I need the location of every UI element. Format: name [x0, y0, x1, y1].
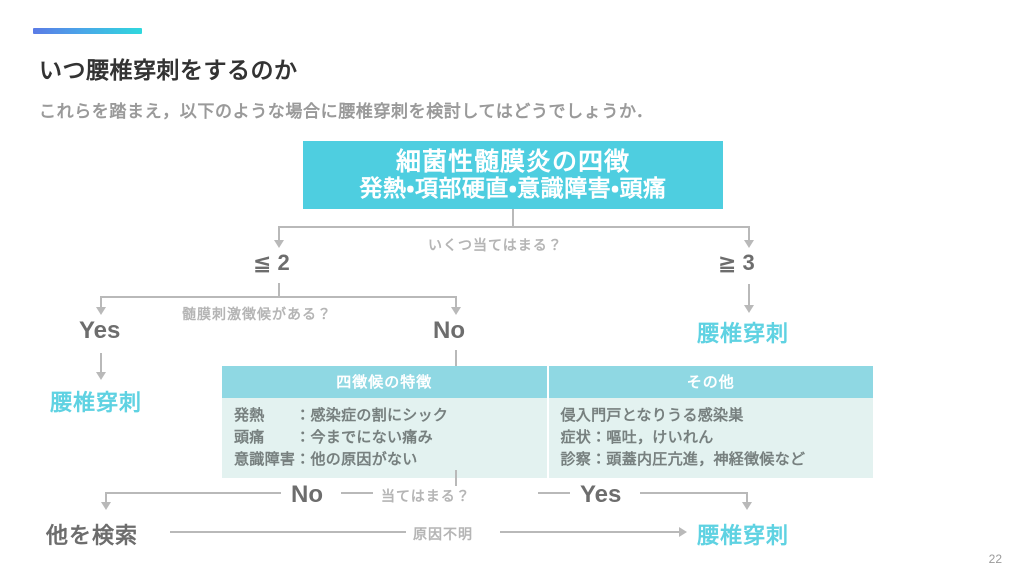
connector-table-stem	[455, 470, 457, 486]
table-cell-other-features: 侵入門戸となりうる感染巣 症状：嘔吐，けいれん 診察：頭蓋内圧亢進，神経徴候など	[546, 398, 873, 479]
node-yes-left: Yes	[79, 317, 121, 344]
feature-table: 四徴候の特徴 その他 発熱 ：感染症の割にシック 頭痛 ：今までにない痛み 意識…	[222, 366, 873, 479]
connector-level3-right-drop	[746, 492, 748, 503]
page-number: 22	[988, 552, 1002, 566]
arrow-level3-left-icon	[101, 502, 111, 510]
page-title: いつ腰椎穿刺をするのか	[39, 57, 298, 83]
tetrad-box: 細菌性髄膜炎の四徴 発熱・項部硬直・意識障害・頭痛	[303, 141, 723, 209]
accent-bar	[33, 28, 142, 34]
table-cell-line: 意識障害：他の原因がない	[234, 450, 418, 468]
connector-yes-to-lp	[100, 353, 102, 373]
node-lumbar-puncture-left: 腰椎穿刺	[50, 390, 143, 415]
table-cell-tetrad-features: 発熱 ：感染症の割にシック 頭痛 ：今までにない痛み 意識障害：他の原因がない	[222, 398, 548, 479]
connector-no-to-table	[455, 350, 457, 366]
question-how-many-label: いくつ当てはまる？	[428, 237, 563, 253]
connector-level3-bar-right	[640, 492, 748, 494]
arrow-level1-right-icon	[744, 240, 754, 248]
arrow-yes-to-lp-icon	[96, 372, 106, 380]
question-applicable-label: 当てはまる？	[381, 488, 471, 504]
node-lumbar-puncture-right: 腰椎穿刺	[697, 321, 790, 346]
node-yes-bottom: Yes	[580, 481, 622, 508]
table-cell-line: 診察：頭蓋内圧亢進，神経徴候など	[560, 450, 806, 468]
connector-bottom-left	[170, 531, 406, 533]
arrow-level2-left-icon	[96, 307, 106, 315]
branch-count-right: ≧ 3	[718, 250, 755, 275]
table-cell-line: 頭痛 ：今までにない痛み	[234, 428, 433, 446]
table-cell-line: 侵入門戸となりうる感染巣	[560, 407, 744, 424]
table-cell-line: 発熱 ：感染症の割にシック	[234, 407, 449, 424]
arrow-right-branch-icon	[744, 305, 754, 313]
table-header-row: 四徴候の特徴 その他	[222, 366, 873, 398]
question-meningeal-signs-label: 髄膜刺激徴候がある？	[182, 306, 332, 322]
connector-level3-seg-b	[538, 492, 570, 494]
connector-level3-left-drop	[105, 492, 107, 503]
label-unknown-cause: 原因不明	[413, 526, 473, 542]
connector-level1-bar	[278, 226, 750, 228]
page-subtitle: これらを踏まえ，以下のような場合に腰椎穿刺を検討してはどうでしょうか．	[39, 102, 654, 121]
connector-level1-right	[748, 226, 750, 241]
arrow-bottom-icon	[679, 527, 687, 537]
node-no-bottom: No	[291, 481, 323, 508]
connector-box-stem	[512, 209, 514, 227]
connector-bottom-right	[500, 531, 680, 533]
connector-level2-left	[100, 296, 102, 308]
tetrad-title: 細菌性髄膜炎の四徴	[395, 148, 630, 177]
table-header-other: その他	[546, 366, 873, 398]
arrow-level1-left-icon	[274, 240, 284, 248]
table-row: 発熱 ：感染症の割にシック 頭痛 ：今までにない痛み 意識障害：他の原因がない …	[222, 398, 873, 479]
arrow-level2-right-icon	[451, 307, 461, 315]
table-cell-line: 症状：嘔吐，けいれん	[560, 428, 714, 446]
arrow-level3-right-icon	[742, 502, 752, 510]
connector-level2-right	[455, 296, 457, 308]
table-header-tetrad: 四徴候の特徴	[222, 366, 548, 398]
connector-level3-bar-left	[105, 492, 281, 494]
connector-level2-stem	[278, 283, 280, 297]
connector-level2-bar	[100, 296, 456, 298]
node-search-other: 他を検索	[46, 523, 139, 548]
node-lumbar-puncture-bottom: 腰椎穿刺	[697, 523, 790, 548]
connector-level1-left	[278, 226, 280, 241]
node-no-right: No	[433, 317, 465, 344]
tetrad-items: 発熱・項部硬直・意識障害・頭痛	[359, 175, 667, 202]
connector-level3-seg-a	[341, 492, 373, 494]
branch-count-left: ≦ 2	[253, 250, 290, 275]
connector-right-branch	[748, 284, 750, 306]
